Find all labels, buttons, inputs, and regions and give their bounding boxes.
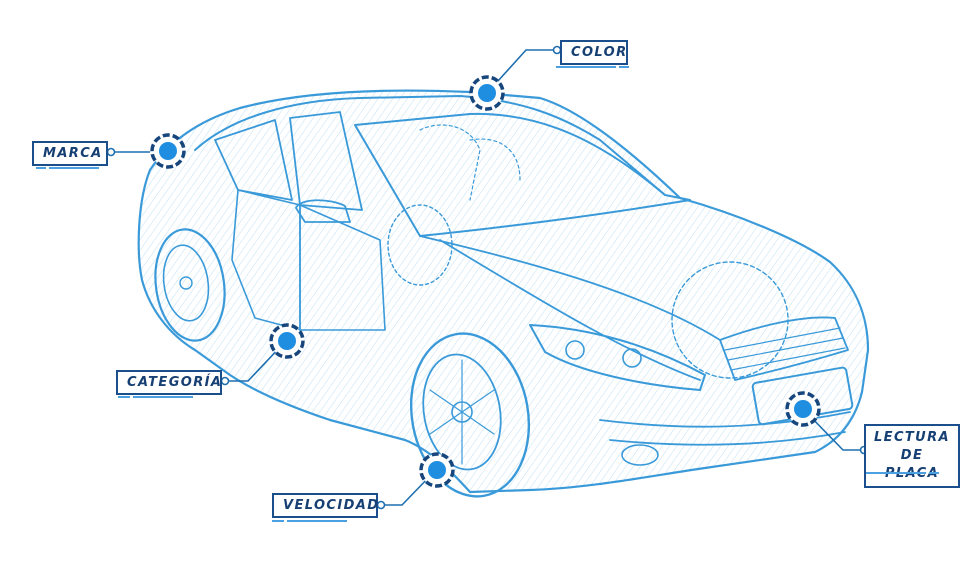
grille (719, 316, 849, 381)
target-marker-icon (419, 452, 455, 488)
connectors (108, 49, 864, 506)
car-roof (194, 95, 666, 196)
label-velocidad-underline (272, 520, 350, 522)
wheel-front (409, 332, 531, 498)
target-marker-icon (150, 133, 186, 169)
connector-lectura (805, 411, 864, 451)
connector-velocidad (378, 473, 433, 506)
label-categoria-underline (118, 396, 196, 398)
target-marker-icon (785, 391, 821, 427)
target-marker-icon (269, 323, 305, 359)
side-window-front (289, 111, 363, 211)
label-velocidad: VELOCIDAD (272, 493, 378, 518)
label-lectura-line2: DE PLACA (885, 448, 938, 481)
label-marca-text: MARCA (43, 146, 103, 161)
target-marker-icon (469, 75, 505, 111)
label-color-text: COLOR (571, 45, 628, 60)
label-categoria-text: CATEGORÍA (127, 375, 223, 390)
car-body-outline (137, 89, 870, 494)
door-rear (231, 189, 301, 331)
connector-node-icon (220, 376, 230, 386)
connector-categoria (222, 343, 284, 382)
windshield (354, 112, 691, 237)
engine-ghost (671, 261, 789, 379)
markers (150, 75, 821, 488)
side-mirror (295, 199, 351, 223)
headlight (529, 324, 706, 391)
label-color: COLOR (560, 40, 628, 65)
front-bumper (599, 411, 851, 446)
label-marca-underline (36, 167, 102, 169)
side-window-rear (214, 119, 293, 201)
label-velocidad-text: VELOCIDAD (283, 498, 380, 513)
label-color-underline (556, 66, 632, 68)
wheel-rear (154, 228, 226, 342)
label-lectura-de-placa: LECTURA DE PLACA (864, 424, 960, 488)
connector-node-icon (106, 147, 116, 157)
label-marca: MARCA (32, 141, 108, 166)
hood-line (419, 235, 721, 381)
label-categoria: CATEGORÍA (116, 370, 222, 395)
connector-color (487, 49, 560, 93)
label-lectura-underline (866, 472, 942, 474)
car-wireframe (137, 89, 870, 498)
label-lectura-line1: LECTURA (874, 430, 950, 445)
